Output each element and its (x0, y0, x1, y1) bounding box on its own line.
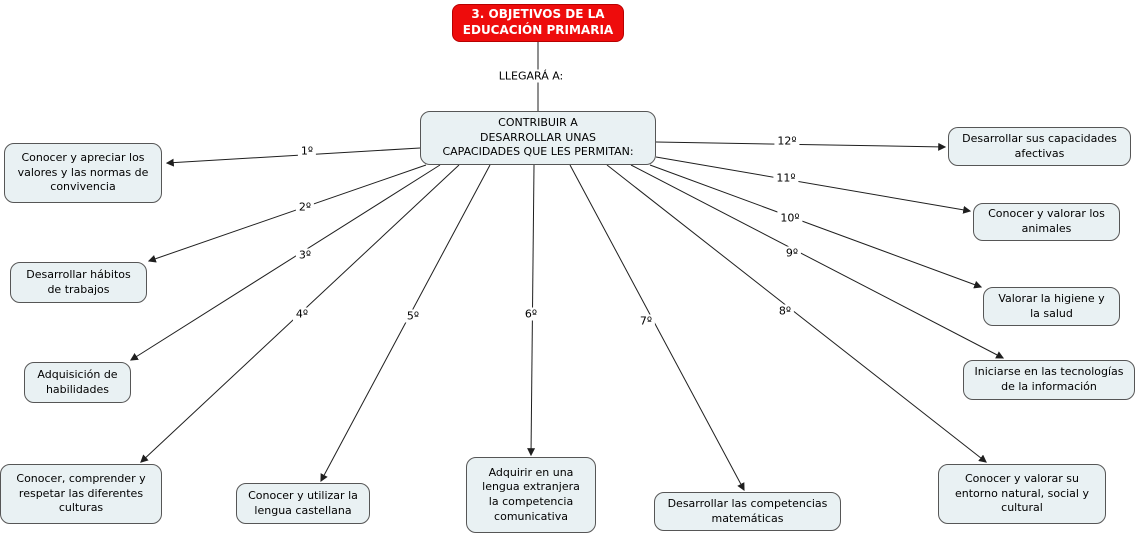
edge-objective-10 (649, 164, 983, 289)
edge-objective-1 (165, 147, 421, 167)
edge-label-8[interactable]: 8º (775, 304, 795, 318)
objective-node-8-label: Conocer y valorar su entorno natural, so… (955, 472, 1089, 515)
objective-node-6[interactable]: Adquirir en una lengua extranjera la com… (466, 457, 596, 533)
objective-node-10-label: Valorar la higiene y la salud (998, 291, 1105, 320)
edge-label-2[interactable]: 2º (295, 200, 315, 214)
objective-node-7[interactable]: Desarrollar las competencias matemáticas (654, 492, 841, 531)
objective-node-7-label: Desarrollar las competencias matemáticas (667, 496, 828, 525)
edge-objective-8 (606, 164, 987, 463)
edge-label-7[interactable]: 7º (636, 314, 656, 328)
objective-node-2-label: Desarrollar hábitos de trabajos (26, 267, 131, 296)
edge-objective-3 (129, 164, 441, 361)
edge-label-3[interactable]: 3º (295, 248, 315, 262)
edge-label-1[interactable]: 1º (297, 144, 317, 158)
objective-node-4-label: Conocer, comprender y respetar las difer… (16, 472, 146, 515)
edge-objective-7 (569, 164, 745, 492)
objective-node-11[interactable]: Conocer y valorar los animales (973, 203, 1120, 241)
edge-label-4[interactable]: 4º (292, 307, 312, 321)
edge-label-12[interactable]: 12º (774, 134, 800, 148)
objective-node-8[interactable]: Conocer y valorar su entorno natural, so… (938, 464, 1106, 524)
edge-objective-5 (320, 164, 491, 483)
edge-objective-11 (655, 156, 972, 214)
objective-node-3-label: Adquisición de habilidades (37, 367, 118, 396)
objective-node-3[interactable]: Adquisición de habilidades (24, 362, 131, 403)
objective-node-12[interactable]: Desarrollar sus capacidades afectivas (948, 127, 1131, 166)
objective-node-5[interactable]: Conocer y utilizar la lengua castellana (236, 483, 370, 524)
objective-node-5-label: Conocer y utilizar la lengua castellana (248, 488, 358, 517)
edge-objective-9 (630, 164, 1005, 359)
central-node[interactable]: CONTRIBUIR A DESARROLLAR UNAS CAPACIDADE… (420, 111, 656, 165)
edge-label-6[interactable]: 6º (521, 307, 541, 321)
objective-node-1[interactable]: Conocer y apreciar los valores y las nor… (4, 143, 162, 203)
objective-node-10[interactable]: Valorar la higiene y la salud (983, 287, 1120, 326)
objective-node-11-label: Conocer y valorar los animales (988, 207, 1105, 235)
edge-objective-2 (147, 164, 427, 263)
objective-node-6-label: Adquirir en una lengua extranjera la com… (482, 465, 580, 523)
edge-label-9[interactable]: 9º (782, 246, 802, 260)
edge-objective-12 (655, 141, 947, 151)
edge-label-5[interactable]: 5º (403, 309, 423, 323)
central-node-label: CONTRIBUIR A DESARROLLAR UNAS CAPACIDADE… (442, 116, 634, 159)
objective-node-9-label: Iniciarse en las tecnologías de la infor… (974, 365, 1124, 393)
edge-label-11[interactable]: 11º (773, 171, 799, 185)
title-label: 3. OBJETIVOS DE LA EDUCACIÓN PRIMARIA (462, 7, 614, 37)
objective-node-9[interactable]: Iniciarse en las tecnologías de la infor… (963, 360, 1135, 400)
objective-node-4[interactable]: Conocer, comprender y respetar las difer… (0, 464, 162, 524)
title-node[interactable]: 3. OBJETIVOS DE LA EDUCACIÓN PRIMARIA (452, 4, 624, 42)
objective-node-12-label: Desarrollar sus capacidades afectivas (962, 131, 1117, 160)
objective-node-2[interactable]: Desarrollar hábitos de trabajos (10, 262, 147, 303)
edge-label-10[interactable]: 10º (777, 211, 803, 225)
linking-phrase-label[interactable]: LLEGARÁ A: (495, 69, 567, 83)
objective-node-1-label: Conocer y apreciar los valores y las nor… (17, 151, 149, 194)
